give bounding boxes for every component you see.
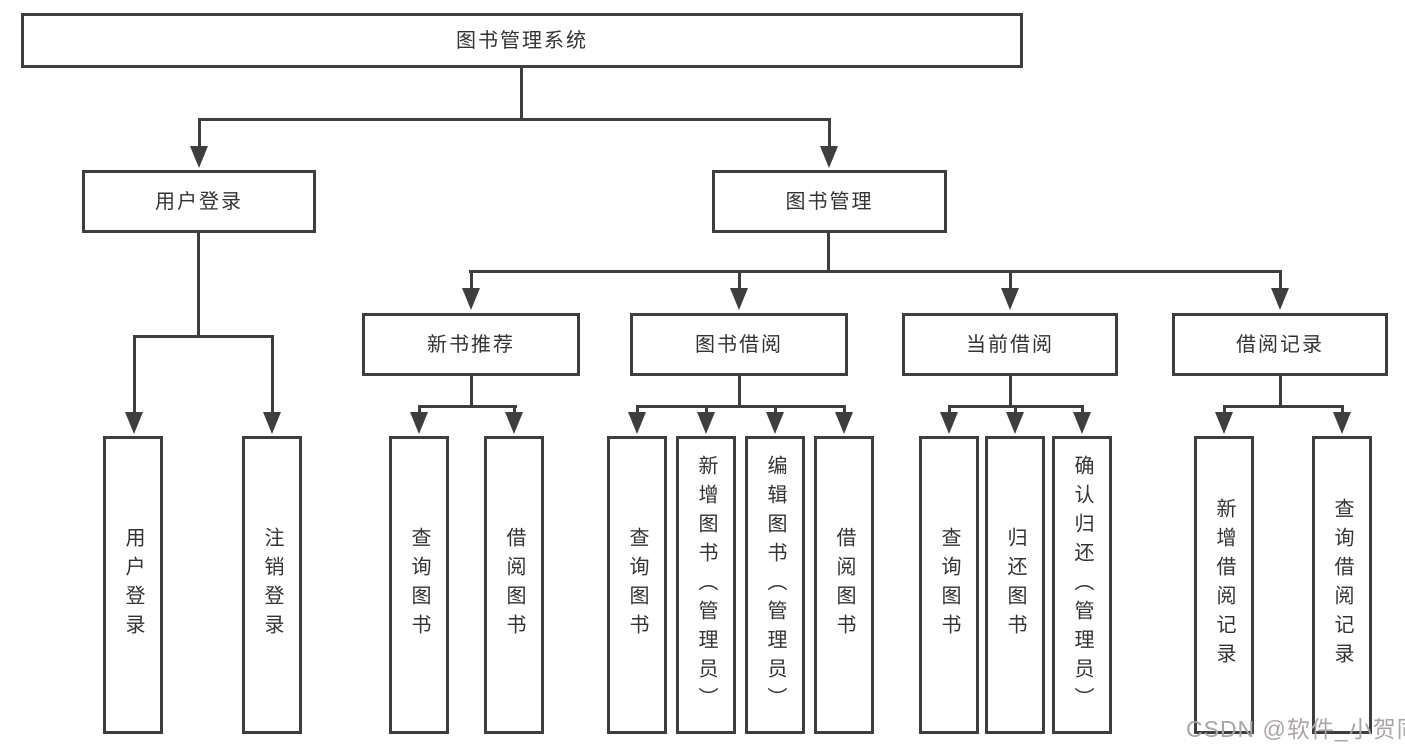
connector-line xyxy=(198,118,201,150)
leaf-label: 查询图书 xyxy=(626,527,648,643)
connector-line xyxy=(198,118,831,121)
arrow-down-icon xyxy=(1073,412,1091,434)
arrow-down-icon xyxy=(697,412,715,434)
arrow-down-icon xyxy=(730,288,748,310)
node-current-borrow: 当前借阅 xyxy=(902,313,1118,376)
leaf-label: 查询借阅记录 xyxy=(1331,498,1353,672)
arrow-down-icon xyxy=(628,412,646,434)
node-user-login: 用户登录 xyxy=(82,170,316,233)
arrow-down-icon xyxy=(125,412,143,434)
leaf-node: 借阅图书 xyxy=(814,436,874,734)
arrow-down-icon xyxy=(190,146,208,168)
leaf-node: 确认归还（管理员） xyxy=(1052,436,1112,734)
leaf-node: 新增图书（管理员） xyxy=(676,436,736,734)
leaf-node: 借阅图书 xyxy=(484,436,544,734)
leaf-label: 查询图书 xyxy=(938,527,960,643)
leaf-node: 查询图书 xyxy=(919,436,979,734)
leaf-label: 编辑图书（管理员） xyxy=(764,454,786,716)
connector-line xyxy=(827,231,830,273)
leaf-node: 注销登录 xyxy=(242,436,302,734)
leaf-node: 用户登录 xyxy=(103,436,163,734)
connector-line xyxy=(469,270,1282,273)
arrow-down-icon xyxy=(1333,412,1351,434)
watermark: CSDN @软件_小贺同学 xyxy=(1186,716,1405,742)
connector-line xyxy=(418,405,517,408)
node-library-system: 图书管理系统 xyxy=(21,13,1023,68)
connector-line xyxy=(197,231,200,337)
leaf-label: 新增借阅记录 xyxy=(1213,498,1235,672)
connector-line xyxy=(470,374,473,408)
node-book-management: 图书管理 xyxy=(712,170,947,233)
leaf-label: 确认归还（管理员） xyxy=(1071,454,1093,716)
connector-line xyxy=(948,405,951,415)
connector-line xyxy=(738,270,741,290)
connector-line xyxy=(1009,270,1012,290)
connector-line xyxy=(1009,374,1012,408)
connector-line xyxy=(1341,405,1344,415)
arrow-down-icon xyxy=(1001,288,1019,310)
arrow-down-icon xyxy=(263,412,281,434)
connector-line xyxy=(774,405,777,415)
leaf-label: 归还图书 xyxy=(1004,527,1026,643)
arrow-down-icon xyxy=(835,412,853,434)
connector-line xyxy=(1223,405,1226,415)
connector-line xyxy=(1279,270,1282,290)
leaf-label: 用户登录 xyxy=(122,527,144,643)
connector-line xyxy=(1081,405,1084,415)
leaf-label: 注销登录 xyxy=(261,527,283,643)
leaf-node: 编辑图书（管理员） xyxy=(745,436,805,734)
arrow-down-icon xyxy=(940,412,958,434)
leaf-label: 新增图书（管理员） xyxy=(695,454,717,716)
arrow-down-icon xyxy=(1271,288,1289,310)
connector-line xyxy=(738,374,741,408)
arrow-down-icon xyxy=(820,146,838,168)
leaf-node: 归还图书 xyxy=(985,436,1045,734)
node-borrow-record: 借阅记录 xyxy=(1172,313,1388,376)
connector-line xyxy=(636,405,846,408)
leaf-node: 查询图书 xyxy=(389,436,449,734)
leaf-node: 查询图书 xyxy=(607,436,667,734)
connector-line xyxy=(636,405,639,415)
node-book-borrow: 图书借阅 xyxy=(630,313,848,376)
leaf-node: 查询借阅记录 xyxy=(1312,436,1372,734)
arrow-down-icon xyxy=(505,412,523,434)
connector-line xyxy=(1014,405,1017,415)
leaf-label: 借阅图书 xyxy=(503,527,525,643)
connector-line xyxy=(843,405,846,415)
arrow-down-icon xyxy=(766,412,784,434)
arrow-down-icon xyxy=(462,288,480,310)
node-new-book-recommend: 新书推荐 xyxy=(362,313,580,376)
connector-line xyxy=(418,405,421,415)
connector-line xyxy=(828,118,831,150)
connector-line xyxy=(513,405,516,415)
connector-line xyxy=(520,66,523,118)
leaf-label: 借阅图书 xyxy=(833,527,855,643)
connector-line xyxy=(1279,374,1282,408)
connector-line xyxy=(470,270,473,290)
connector-line xyxy=(133,335,274,338)
connector-line xyxy=(705,405,708,415)
connector-line xyxy=(133,335,136,414)
arrow-down-icon xyxy=(1215,412,1233,434)
leaf-label: 查询图书 xyxy=(408,527,430,643)
connector-line xyxy=(271,335,274,414)
arrow-down-icon xyxy=(410,412,428,434)
leaf-node: 新增借阅记录 xyxy=(1194,436,1254,734)
arrow-down-icon xyxy=(1006,412,1024,434)
connector-line xyxy=(1223,405,1343,408)
